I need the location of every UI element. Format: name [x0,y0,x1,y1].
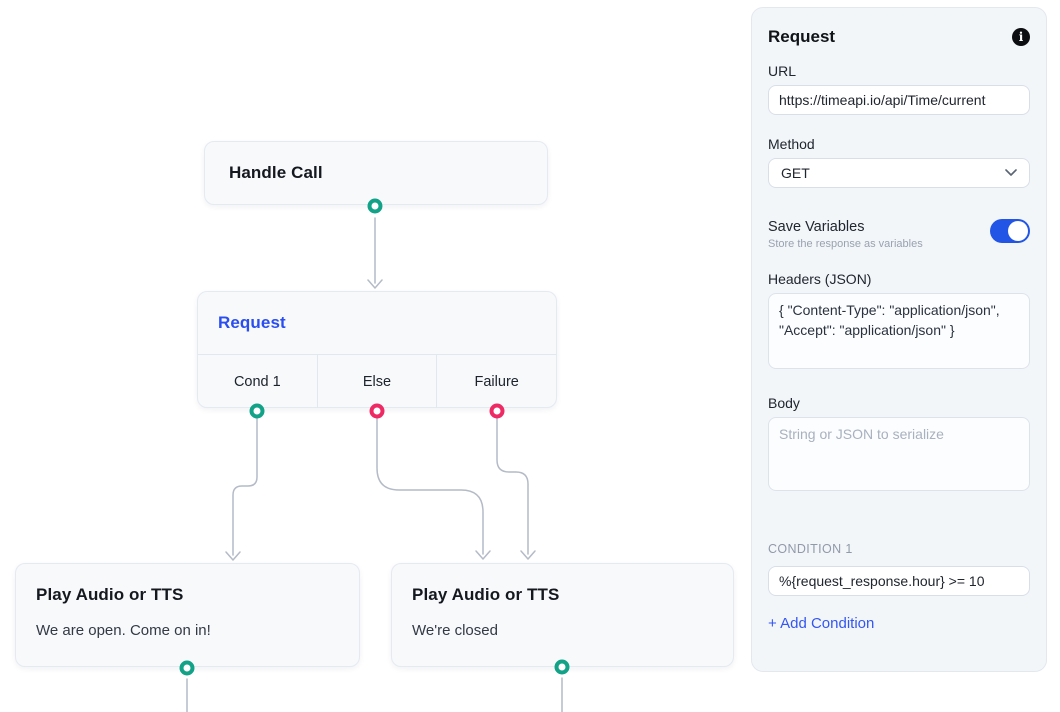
method-select[interactable]: GET [768,158,1030,188]
save-variables-row: Save Variables Store the response as var… [768,219,1030,250]
edge-else-playclosed [376,412,484,555]
output-handle-failure[interactable] [489,403,505,419]
node-title: Play Audio or TTS [36,585,184,604]
output-handle-handle-call[interactable] [367,198,383,214]
condition-1-input[interactable] [768,566,1030,596]
request-ports-row: Cond 1 Else Failure [198,354,556,408]
headers-textarea[interactable]: { "Content-Type": "application/json", "A… [768,293,1030,369]
port-else: Else [316,355,437,408]
save-variables-subtitle: Store the response as variables [768,238,923,250]
node-request[interactable]: Request Cond 1 Else Failure [197,291,557,408]
url-label: URL [768,63,797,79]
node-title: Request [218,313,286,332]
panel-title: Request [768,27,836,46]
node-message-text: We're closed [412,622,498,639]
save-variables-toggle[interactable] [990,219,1030,243]
body-label: Body [768,395,800,411]
output-handle-play-closed[interactable] [554,659,570,675]
save-variables-label: Save Variables [768,219,865,235]
node-handle-call[interactable]: Handle Call [204,141,548,205]
save-variables-text: Save Variables Store the response as var… [768,219,923,250]
node-title: Handle Call [229,163,323,182]
node-play-audio-open[interactable]: Play Audio or TTS We are open. Come on i… [15,563,360,667]
output-handle-else[interactable] [369,403,385,419]
method-label: Method [768,136,815,152]
port-cond-1: Cond 1 [233,373,281,390]
panel-header: Request i [768,24,1030,50]
node-play-audio-closed[interactable]: Play Audio or TTS We're closed [391,563,734,667]
body-textarea[interactable] [768,417,1030,491]
add-condition-link[interactable]: + Add Condition [768,615,875,632]
edge-failure-playclosed [496,412,529,555]
url-input[interactable] [768,85,1030,115]
request-properties-panel: Request i URL Method GET Save Variables … [751,7,1047,672]
node-title: Play Audio or TTS [412,585,560,604]
port-failure: Failure [436,355,556,408]
node-header: Request [198,292,556,354]
node-message-text: We are open. Come on in! [36,622,211,639]
method-selected-value: GET [781,165,810,181]
arrowhead [520,550,536,560]
edge-cond1-playopen [232,412,258,556]
arrowhead [475,550,491,560]
output-handle-cond-1[interactable] [249,403,265,419]
arrowhead [367,279,383,289]
condition-1-label: CONDITION 1 [768,542,853,556]
toggle-knob [1008,221,1028,241]
flow-canvas[interactable]: Handle Call Request Cond 1 Else Failure … [0,0,748,712]
chevron-down-icon [1005,169,1017,176]
headers-label: Headers (JSON) [768,271,872,287]
output-handle-play-open[interactable] [179,660,195,676]
info-icon[interactable]: i [1012,28,1030,46]
arrowhead [225,551,241,561]
